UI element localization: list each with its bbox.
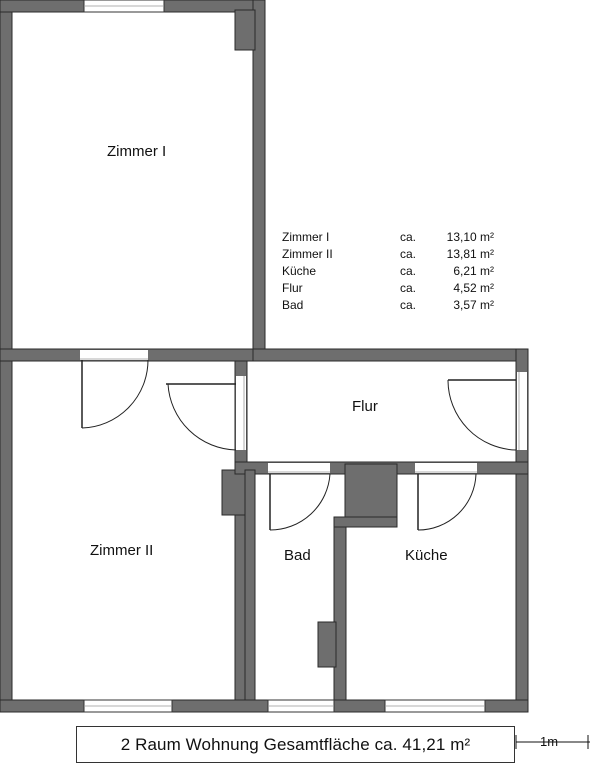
doors xyxy=(81,359,517,531)
wall-flur-top xyxy=(252,348,529,362)
area-value: 3,57 m² xyxy=(453,298,494,312)
scale-bar xyxy=(515,735,590,749)
area-name: Zimmer I xyxy=(282,230,329,244)
area-prefix: ca. xyxy=(400,298,416,312)
area-name: Zimmer II xyxy=(282,247,333,261)
scale-label: 1m xyxy=(540,734,559,749)
wall-bad-kueche-head xyxy=(333,516,398,528)
area-prefix: ca. xyxy=(400,281,416,295)
label-bad: Bad xyxy=(284,547,311,564)
label-flur: Flur xyxy=(352,398,378,415)
area-value: 13,81 m² xyxy=(447,247,494,261)
boiler-block xyxy=(317,621,337,668)
area-prefix: ca. xyxy=(400,230,416,244)
label-zimmer2: Zimmer II xyxy=(90,542,153,559)
label-kueche: Küche xyxy=(405,547,448,564)
summary-text: 2 Raum Wohnung Gesamtfläche ca. 41,21 m² xyxy=(120,734,471,754)
area-value: 13,10 m² xyxy=(447,230,494,244)
area-value: 6,21 m² xyxy=(453,264,494,278)
chimney-zimmer1 xyxy=(234,9,256,51)
door-openings xyxy=(80,350,527,473)
area-name: Bad xyxy=(282,298,303,312)
label-zimmer1: Zimmer I xyxy=(107,143,166,160)
chimney-zimmer2 xyxy=(221,469,248,516)
area-table: Zimmer I ca. 13,10 m² Zimmer II ca. 13,8… xyxy=(282,230,494,312)
chimney-kueche xyxy=(344,463,398,520)
area-value: 4,52 m² xyxy=(453,281,494,295)
wall-bad-left xyxy=(244,469,256,713)
area-prefix: ca. xyxy=(400,247,416,261)
wall-zimmer1-right xyxy=(252,0,266,361)
area-name: Flur xyxy=(282,281,303,295)
area-name: Küche xyxy=(282,264,316,278)
wall-bad-kueche xyxy=(333,518,347,713)
area-prefix: ca. xyxy=(400,264,416,278)
summary-box: 2 Raum Wohnung Gesamtfläche ca. 41,21 m² xyxy=(76,726,515,763)
windows xyxy=(83,0,486,713)
walls xyxy=(0,0,529,713)
